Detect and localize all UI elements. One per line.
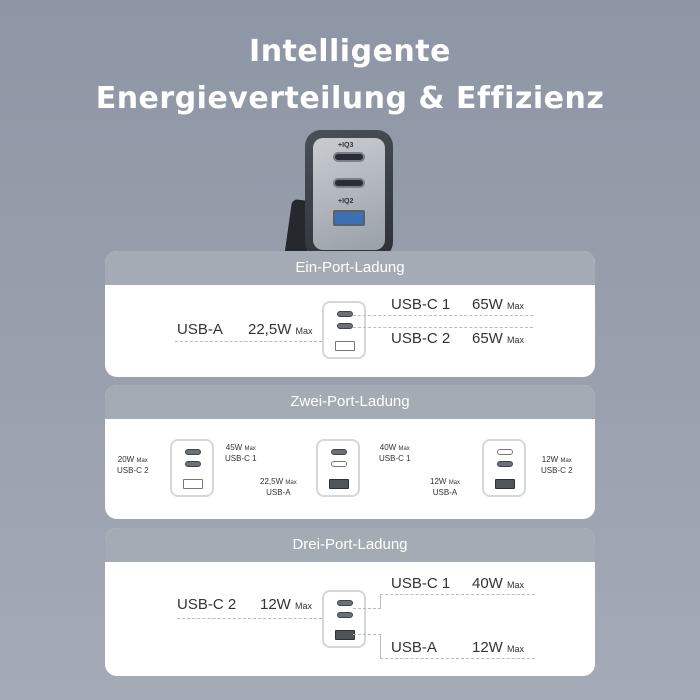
watt-value: 45W [225, 443, 243, 452]
watt-value: 40W [379, 443, 397, 452]
port-name: USB-A [391, 639, 437, 656]
max-text: Max [136, 458, 148, 464]
watt-value: 12W [260, 596, 291, 613]
max-text: Max [560, 458, 572, 464]
max-text: Max [507, 644, 525, 654]
watt-value: 12W [430, 477, 447, 486]
label-g3-left: 12W Max USB-A [430, 477, 460, 498]
port-usbc2 [337, 612, 353, 618]
label-usba-watt: 22,5W Max [248, 321, 313, 338]
connector-line [353, 608, 381, 609]
panel-zwei-port: Zwei-Port-Ladung 20W Max USB-C 2 45W Max… [105, 385, 595, 519]
charger-face: +IQ3 +IQ2 [313, 138, 385, 250]
panel-header: Drei-Port-Ladung [105, 528, 595, 562]
watt-value: 12W [541, 455, 559, 464]
port-usbc2 [337, 323, 353, 329]
port-usba [335, 341, 355, 351]
iq-badge-1: +IQ3 [338, 142, 354, 149]
title-line-1: Intelligente [249, 34, 451, 69]
port-name: USB-A [266, 488, 291, 497]
port-name: USB-C 2 [177, 596, 237, 613]
port-name: USB-C 2 [391, 330, 451, 347]
device-usbc2-port [333, 178, 365, 188]
port-name: USB-C 2 [541, 466, 573, 475]
port-usbc1 [337, 600, 353, 606]
port-name: USB-C 1 [391, 296, 451, 313]
port-name: USB-C 1 [225, 454, 257, 463]
panel-header: Ein-Port-Ladung [105, 251, 595, 285]
port-usbc2 [185, 461, 201, 467]
watt-value: 20W [117, 455, 135, 464]
device-usba-port [333, 210, 365, 226]
mini-charger [482, 439, 526, 497]
watt-value: 65W [472, 296, 503, 313]
port-name: USB-A [177, 321, 223, 338]
port-usbc2 [331, 461, 347, 467]
label-usbc1: USB-C 1 [391, 575, 450, 592]
label-g3-right: 12W Max USB-C 2 [541, 455, 573, 476]
watt-value: 65W [472, 330, 503, 347]
label-usbc1-watt: 65W Max [472, 296, 524, 313]
mini-charger [322, 301, 366, 359]
label-usbc1-watt: 40W Max [472, 575, 524, 592]
label-usbc2-watt: 65W Max [472, 330, 524, 347]
connector-line [380, 594, 535, 595]
mini-charger [170, 439, 214, 497]
port-usba [183, 479, 203, 489]
max-text: Max [244, 446, 256, 452]
max-text: Max [507, 580, 525, 590]
watt-value: 12W [472, 639, 503, 656]
label-g2-right: 40W Max USB-C 1 [379, 443, 411, 464]
label-usba: USB-A [177, 321, 223, 338]
connector-line [353, 634, 381, 635]
charger-image: +IQ3 +IQ2 [305, 130, 393, 258]
label-usba-watt: 12W Max [472, 639, 524, 656]
max-text: Max [295, 326, 313, 336]
watt-value: 40W [472, 575, 503, 592]
label-usbc1: USB-C 1 [391, 296, 450, 313]
mini-charger [322, 590, 366, 648]
max-text: Max [285, 480, 297, 486]
port-usbc1 [185, 449, 201, 455]
connector-line [380, 658, 535, 659]
connector-line [380, 594, 381, 608]
label-g1-right: 45W Max USB-C 1 [225, 443, 257, 464]
connector-line [353, 315, 533, 316]
title-line-2: Energieverteilung & Effizienz [95, 81, 605, 116]
max-text: Max [398, 446, 410, 452]
max-text: Max [507, 335, 525, 345]
port-usbc1 [497, 449, 513, 455]
max-text: Max [448, 480, 461, 486]
port-usba [495, 479, 515, 489]
port-usbc1 [337, 311, 353, 317]
max-text: Max [507, 301, 525, 311]
connector-line [175, 341, 322, 342]
connector-line [353, 327, 533, 328]
port-usbc1 [331, 449, 347, 455]
connector-line [380, 634, 381, 658]
port-name: USB-C 1 [379, 454, 411, 463]
port-usbc2 [497, 461, 513, 467]
mini-charger [316, 439, 360, 497]
port-name: USB-A [432, 488, 458, 497]
label-usba: USB-A [391, 639, 437, 656]
port-usba [335, 630, 355, 640]
port-usba [329, 479, 349, 489]
iq-badge-2: +IQ2 [338, 198, 354, 205]
label-g1-left: 20W Max USB-C 2 [117, 455, 149, 476]
device-usbc1-port [333, 152, 365, 162]
label-usbc2-watt: 12W Max [260, 596, 312, 613]
panel-ein-port: Ein-Port-Ladung USB-C 1 65W Max USB-C 2 … [105, 251, 595, 377]
connector-line [177, 618, 322, 619]
max-text: Max [295, 601, 313, 611]
watt-value: 22,5W [248, 321, 292, 338]
label-usbc2: USB-C 2 [391, 330, 450, 347]
port-name: USB-C 2 [117, 466, 149, 475]
panel-header: Zwei-Port-Ladung [105, 385, 595, 419]
panel-drei-port: Drei-Port-Ladung USB-C 1 40W Max USB-C 2… [105, 528, 595, 676]
label-usbc2: USB-C 2 [177, 596, 236, 613]
port-name: USB-C 1 [391, 575, 451, 592]
watt-value: 22,5W [260, 477, 284, 486]
label-g2-left: 22,5W Max USB-A [260, 477, 297, 498]
